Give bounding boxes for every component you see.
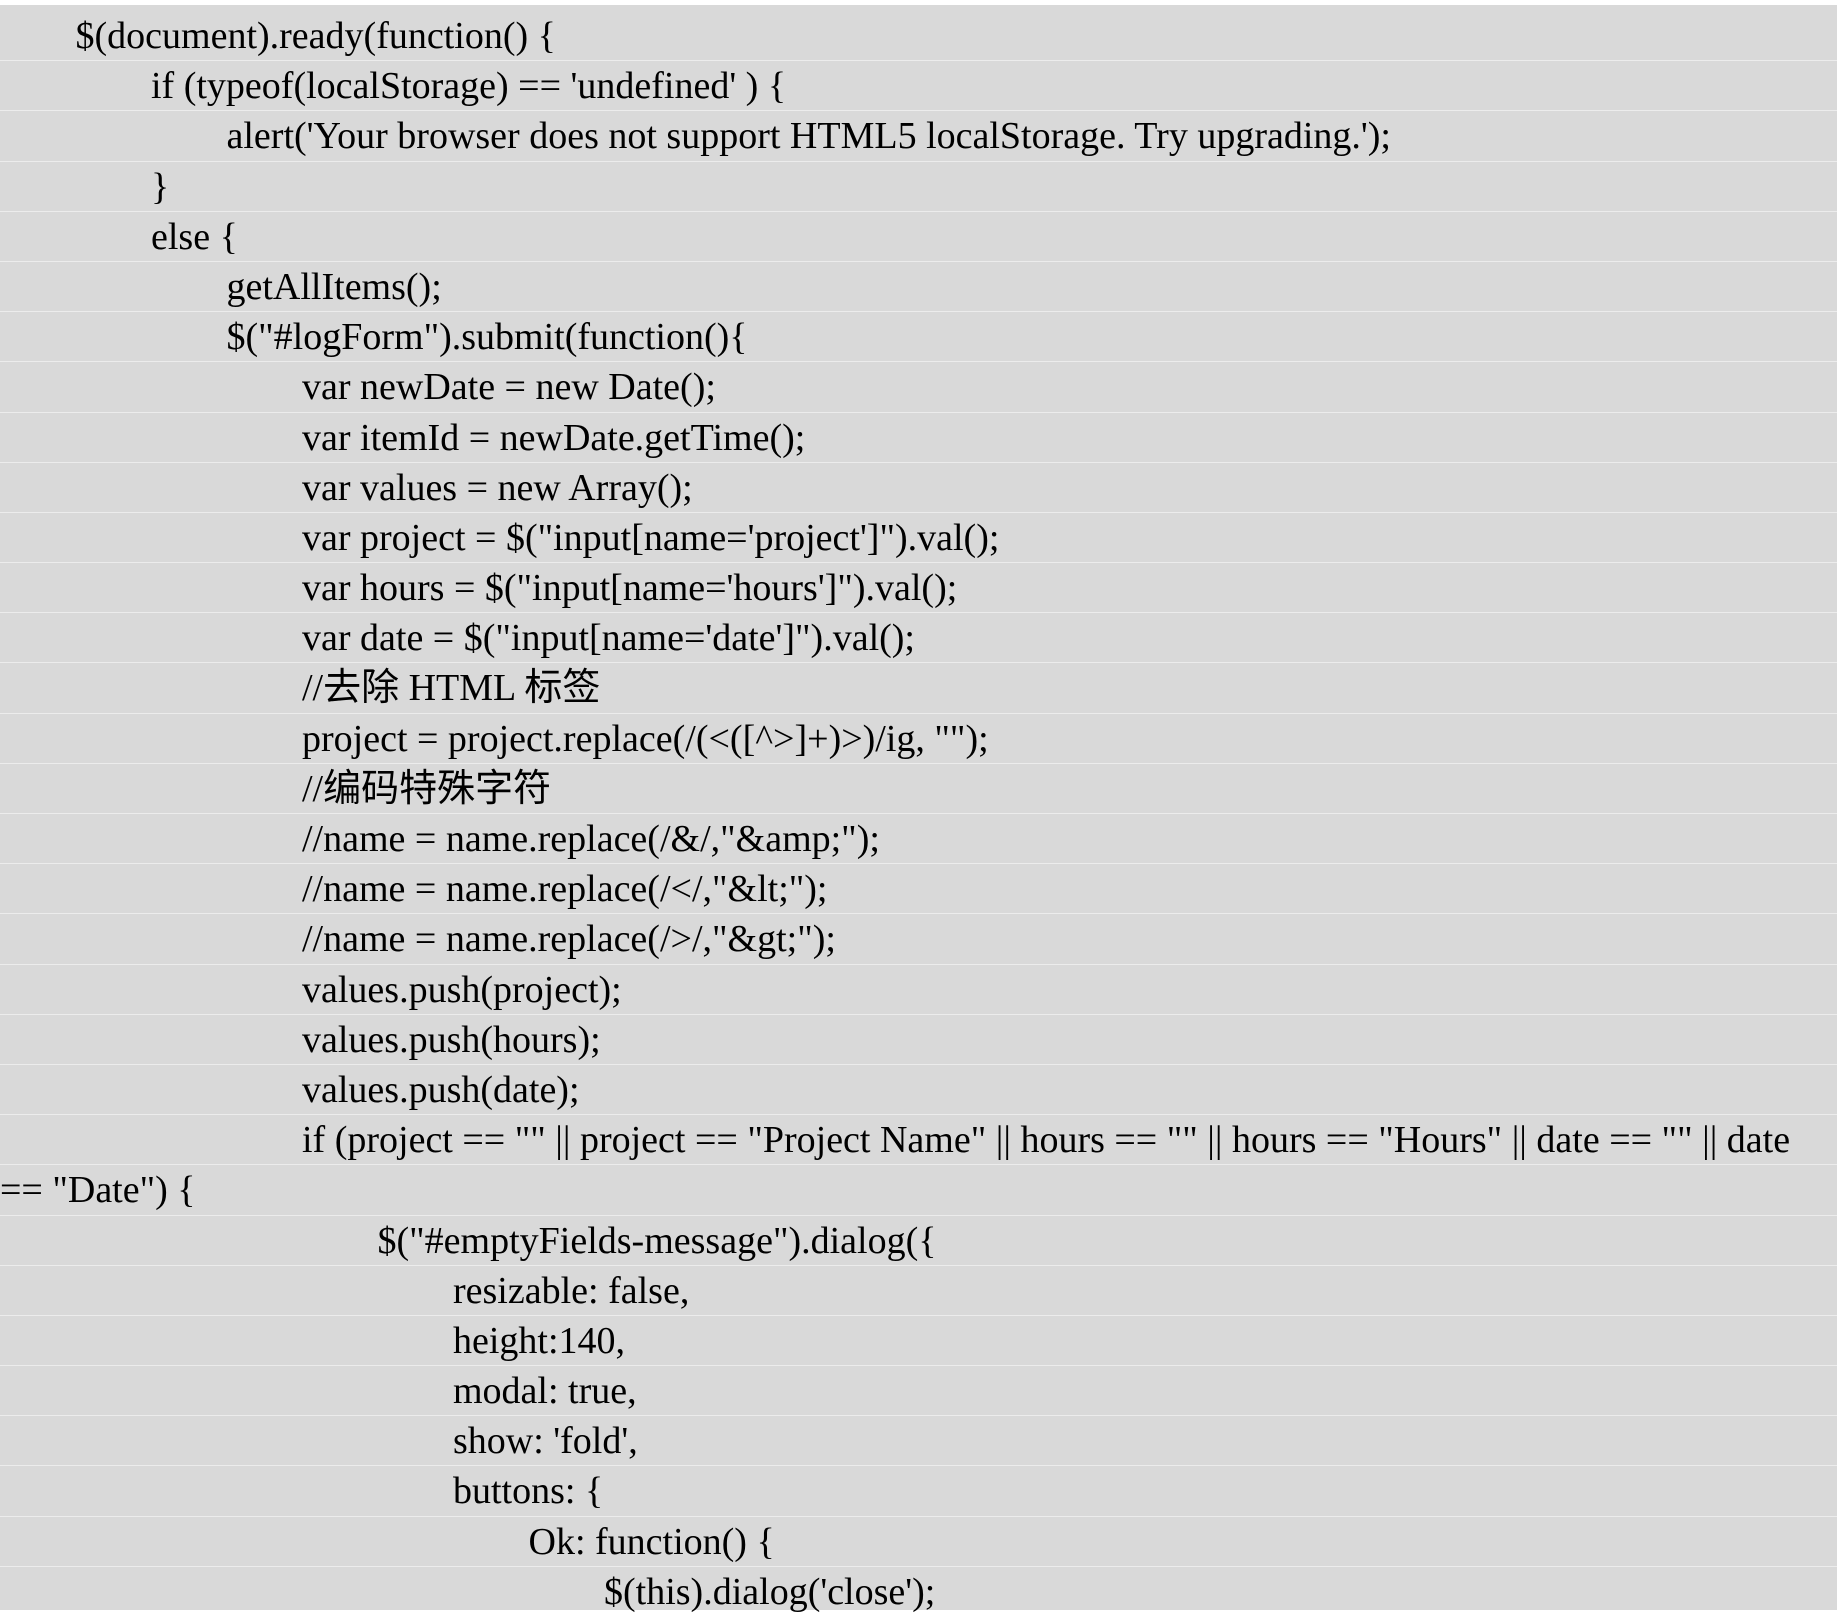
- code-line: buttons: {: [0, 1466, 1837, 1517]
- code-line-text: var newDate = new Date();: [302, 366, 716, 409]
- code-line-text: project = project.replace(/(<([^>]+)>)/i…: [302, 717, 989, 760]
- code-line: if (project == "" || project == "Project…: [0, 1115, 1837, 1166]
- code-line: var values = new Array();: [0, 463, 1837, 513]
- code-line-text: }: [151, 165, 170, 208]
- code-line: values.push(date);: [0, 1065, 1837, 1116]
- code-line-text: var date = $("input[name='date']").val()…: [302, 617, 915, 660]
- code-line: if (typeof(localStorage) == 'undefined' …: [0, 61, 1837, 112]
- code-line: $(document).ready(function() {: [0, 11, 1837, 62]
- code-line-text: //去除 HTML 标签: [302, 667, 601, 710]
- code-line: var itemId = newDate.getTime();: [0, 413, 1837, 463]
- code-line-text: height:140,: [453, 1319, 626, 1362]
- code-line: else {: [0, 212, 1837, 262]
- code-line-text: //name = name.replace(/</,"&lt;");: [302, 868, 828, 911]
- code-line-text: var hours = $("input[name='hours']").val…: [302, 567, 958, 610]
- code-line-text: //name = name.replace(/>/,"&gt;");: [302, 918, 836, 961]
- code-line: $("#logForm").submit(function(){: [0, 312, 1837, 363]
- code-line: //去除 HTML 标签: [0, 663, 1837, 714]
- code-line: getAllItems();: [0, 262, 1837, 313]
- code-line-text: $(document).ready(function() {: [75, 15, 556, 57]
- code-line: var newDate = new Date();: [0, 362, 1837, 413]
- code-line: values.push(hours);: [0, 1015, 1837, 1065]
- code-line: values.push(project);: [0, 965, 1837, 1015]
- code-line-text: buttons: {: [453, 1470, 604, 1513]
- code-line: }: [0, 162, 1837, 212]
- code-line-text: == "Date") {: [0, 1169, 196, 1212]
- code-line-text: resizable: false,: [453, 1269, 690, 1312]
- code-line-text: var project = $("input[name='project']")…: [302, 516, 1000, 559]
- code-line-text: var values = new Array();: [302, 466, 693, 509]
- code-line-text: if (typeof(localStorage) == 'undefined' …: [151, 65, 787, 108]
- code-line-text: $(this).dialog('close');: [604, 1570, 936, 1613]
- code-line: var hours = $("input[name='hours']").val…: [0, 563, 1837, 614]
- code-line-text: Ok: function() {: [528, 1520, 775, 1563]
- code-line: var date = $("input[name='date']").val()…: [0, 613, 1837, 664]
- code-line: $(this).dialog('close');: [0, 1567, 1837, 1617]
- code-line: var project = $("input[name='project']")…: [0, 513, 1837, 564]
- code-line: resizable: false,: [0, 1266, 1837, 1316]
- code-line-text: values.push(project);: [302, 968, 622, 1011]
- code-line: //name = name.replace(/>/,"&gt;");: [0, 914, 1837, 965]
- code-line: modal: true,: [0, 1366, 1837, 1417]
- code-line: //name = name.replace(/&/,"&amp;");: [0, 814, 1837, 865]
- code-line: Ok: function() {: [0, 1517, 1837, 1567]
- code-line-text: //编码特殊字符: [302, 767, 552, 810]
- code-line: show: 'fold',: [0, 1416, 1837, 1467]
- code-block: $(document).ready(function() { if (typeof…: [0, 5, 1837, 1613]
- code-line-text: if (project == "" || project == "Project…: [302, 1119, 1791, 1162]
- code-line-text: $("#logForm").submit(function(){: [226, 316, 748, 359]
- code-line: == "Date") {: [0, 1165, 1837, 1216]
- code-line: alert('Your browser does not support HTM…: [0, 111, 1837, 162]
- code-line: project = project.replace(/(<([^>]+)>)/i…: [0, 714, 1837, 764]
- code-line: $("#emptyFields-message").dialog({: [0, 1216, 1837, 1266]
- code-line-text: getAllItems();: [226, 265, 442, 308]
- code-line-text: alert('Your browser does not support HTM…: [226, 115, 1391, 158]
- code-line-text: values.push(hours);: [302, 1018, 601, 1061]
- code-line-text: values.push(date);: [302, 1068, 580, 1111]
- code-line-text: modal: true,: [453, 1370, 637, 1413]
- code-line-text: $("#emptyFields-message").dialog({: [377, 1219, 937, 1262]
- code-line-text: //name = name.replace(/&/,"&amp;");: [302, 818, 880, 860]
- code-line: //name = name.replace(/</,"&lt;");: [0, 864, 1837, 915]
- code-line: height:140,: [0, 1316, 1837, 1367]
- code-line-text: var itemId = newDate.getTime();: [302, 416, 806, 459]
- code-line: //编码特殊字符: [0, 764, 1837, 814]
- code-line-text: show: 'fold',: [453, 1420, 638, 1463]
- code-line-text: else {: [151, 215, 238, 258]
